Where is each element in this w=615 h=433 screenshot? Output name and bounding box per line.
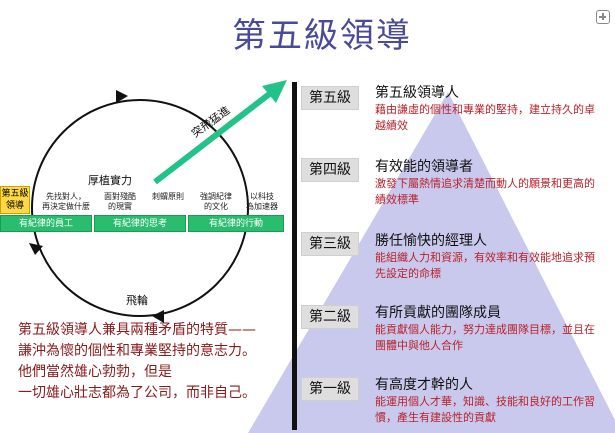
level5-leader-label: 第五級領導 [1,189,29,211]
level-title-4: 有效能的領導者 [375,159,473,175]
level-title-3: 勝任愉快的經理人 [375,233,487,249]
level-desc-4: 激發下屬熱情追求清楚而動人的願景和更高的績效標準 [375,177,595,206]
level-badge-1: 第一級 [301,377,359,401]
flywheel-arrow-top [116,90,128,103]
level-desc-3: 能組織人力和資源，有效率和有效能地追求預先設定的命標 [375,251,595,280]
paradox-line: 他們當然雄心勃勃，但是 [18,364,172,380]
paradox-paragraph: 第五級領導人兼具兩種矛盾的特質—— 謙沖為懷的個性和專業堅持的意志力。 他們當然… [18,320,278,404]
paradox-line: 謙沖為懷的個性和專業堅持的意志力。 [18,343,256,359]
level5-leader-box: 第五級領導 [0,186,30,214]
stage-label: 面對殘酷 的現實 [104,192,136,211]
flywheel-circle [31,99,249,317]
level-badge-5: 第五級 [301,86,359,110]
stage-label: 先找對人， 再決定做什麼 [42,192,90,211]
expand-icon[interactable] [596,10,610,24]
paradox-line: 第五級領導人兼具兩種矛盾的特質—— [18,322,256,338]
flywheel-arrow-bottom [152,310,164,323]
flywheel-arrow-left [29,243,43,255]
discipline-box-action: 有紀律的行動 [188,215,284,232]
flywheel-top-label: 厚植實力 [88,174,132,187]
stage-label: 刺蝟原則 [152,192,184,201]
flywheel-bottom-label: 飛輪 [126,294,148,307]
level-bar [292,82,297,430]
level-title-5: 第五級領導人 [375,85,459,101]
stage-label: 強調紀律 的文化 [200,192,232,211]
level-title-1: 有高度才幹的人 [375,377,473,393]
level-badge-4: 第四級 [301,158,359,182]
pyramid-shape [248,92,615,433]
breakthrough-arrow-line [153,89,274,185]
level-desc-5: 藉由謙虛的個性和專業的堅持，建立持久的卓越績效 [375,103,595,132]
stage-label: 以科技 為加速器 [246,192,278,211]
page-title: 第五級領導 [232,16,412,56]
breakthrough-arrow-head [262,80,287,103]
level-desc-1: 能運用個人才華，知識、技能和良好的工作習慣，產生有建設性的貢獻 [375,395,595,424]
discipline-box-people: 有紀律的員工 [0,215,92,232]
level-badge-2: 第二級 [301,305,359,329]
level-title-2: 有所貢獻的團隊成員 [375,305,501,321]
paradox-line: 一切雄心壯志都為了公司，而非自己。 [18,385,256,401]
level-badge-3: 第三級 [301,232,359,256]
level-desc-2: 能貢獻個人能力，努力達成團隊目標，並且在團體中與他人合作 [375,323,595,352]
discipline-box-thought: 有紀律的思考 [94,215,186,232]
